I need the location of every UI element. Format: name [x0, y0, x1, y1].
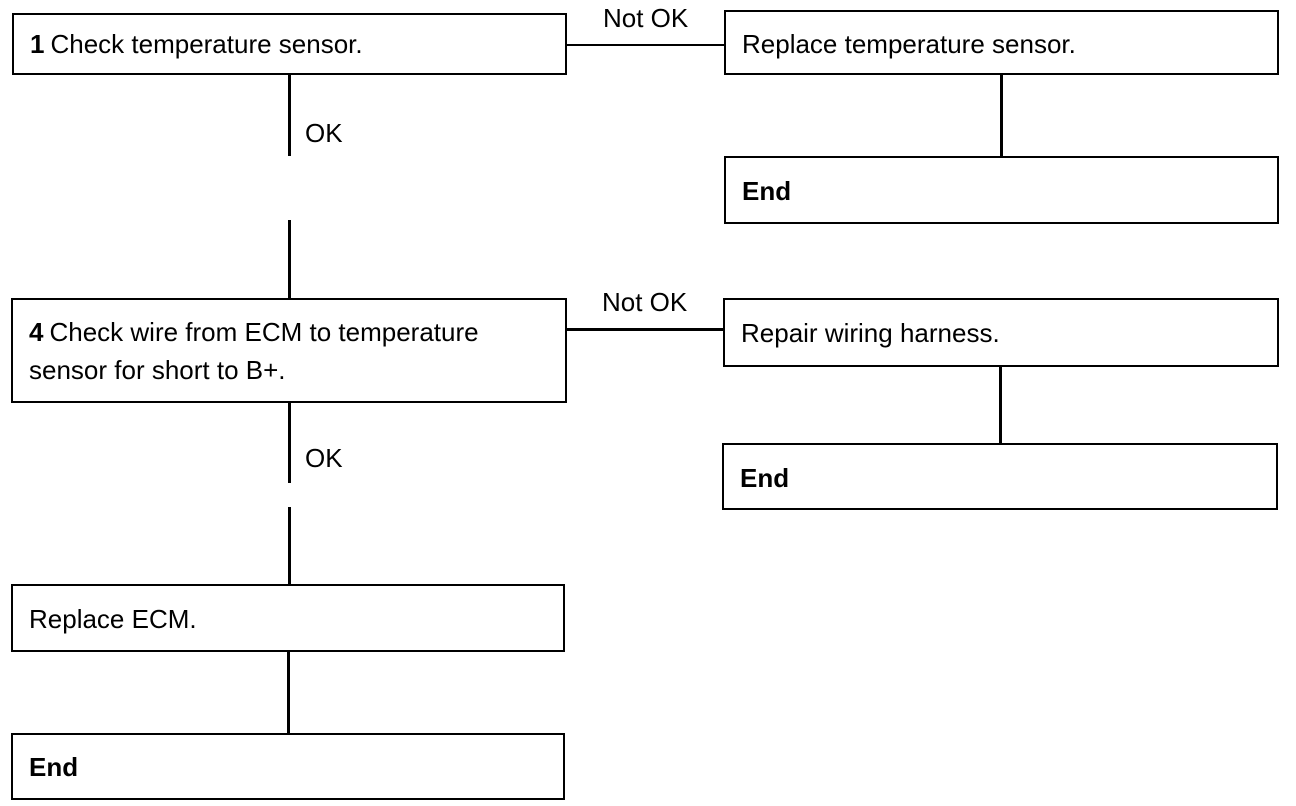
replace-sensor-connector: [1000, 75, 1003, 157]
repair-harness-connector: [999, 367, 1002, 444]
step-1-text: Check temperature sensor.: [50, 29, 363, 59]
step-1-number: 1: [30, 29, 45, 59]
step-4-text-line-2: sensor for short to B+.: [29, 355, 286, 385]
step-1-not-ok-label: Not OK: [603, 3, 689, 33]
replace-sensor-text: Replace temperature sensor.: [742, 29, 1076, 59]
step-1-ok-connector-lower: [288, 220, 291, 299]
step-4-ok-connector-lower: [288, 507, 291, 585]
step-4-not-ok-connector: [567, 328, 724, 331]
repair-harness-box: Repair wiring harness.: [723, 298, 1279, 367]
step-1-not-ok-connector: [567, 44, 725, 46]
step-1-ok-connector-upper: [288, 75, 291, 156]
step-4-ok-connector-upper: [288, 403, 291, 483]
replace-ecm-connector: [287, 652, 290, 734]
end-box-1: End: [724, 156, 1279, 224]
replace-sensor-box: Replace temperature sensor.: [724, 10, 1279, 75]
step-4-number: 4: [29, 317, 44, 347]
step-4-not-ok-label: Not OK: [602, 287, 688, 317]
repair-harness-text: Repair wiring harness.: [741, 318, 1000, 348]
end-box-3: End: [11, 733, 565, 800]
replace-ecm-box: Replace ECM.: [11, 584, 565, 652]
end-box-2: End: [722, 443, 1278, 510]
replace-ecm-text: Replace ECM.: [29, 604, 197, 634]
end-text-1: End: [742, 176, 792, 206]
end-text-2: End: [740, 463, 790, 493]
step-4-ok-label: OK: [305, 443, 343, 473]
end-text-3: End: [29, 752, 79, 782]
step-1-ok-label: OK: [305, 118, 343, 148]
step-4-text-line-1: Check wire from ECM to temperature: [49, 317, 479, 347]
